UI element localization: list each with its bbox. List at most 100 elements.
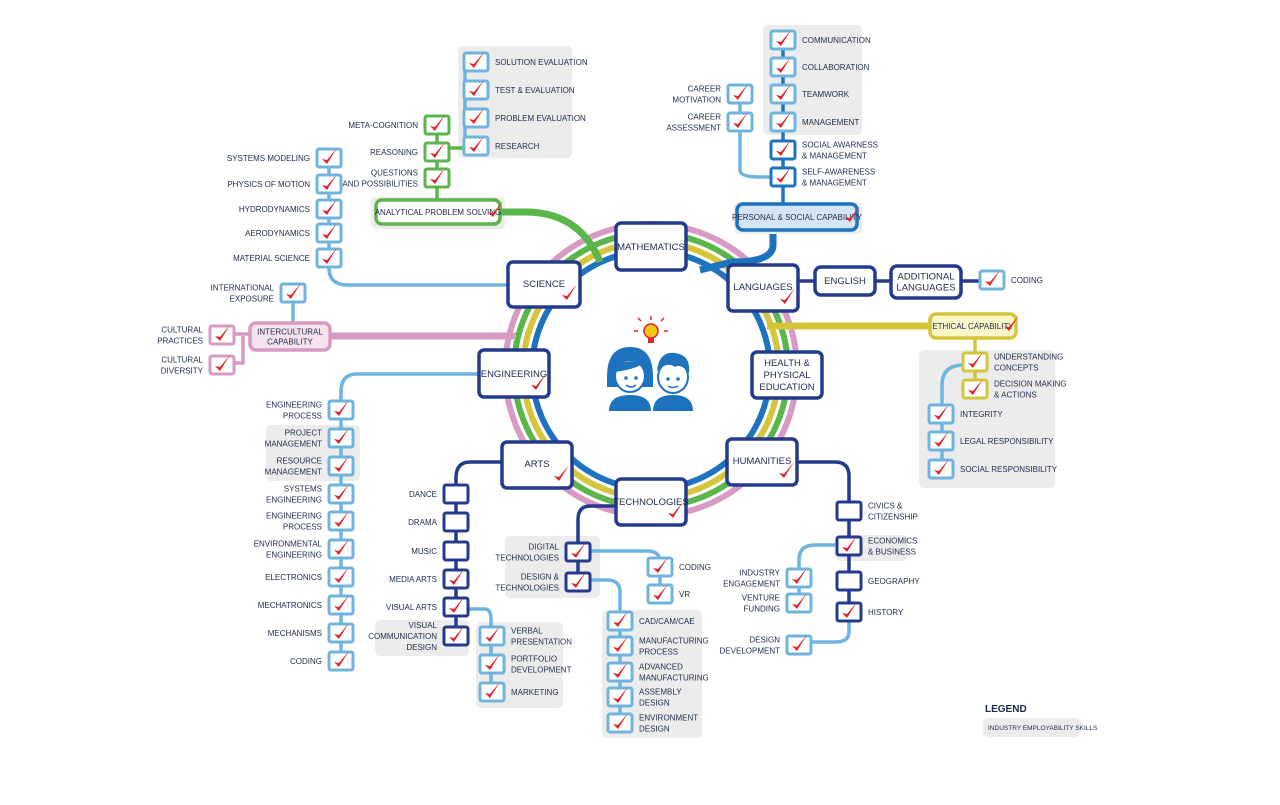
hub-health-box — [750, 350, 824, 400]
skill-mechanisms: MECHANISMS — [268, 622, 355, 644]
category-english-box — [813, 265, 877, 297]
skill-teamwork-label: TEAMWORK — [802, 90, 850, 99]
skill-decision-making-label: DECISION MAKING — [994, 380, 1066, 389]
skill-economics: ECONOMICS& BUSINESS — [835, 535, 917, 557]
skill-visual-arts-label: VISUAL ARTS — [386, 603, 437, 612]
skill-cad-label: CAD/CAM/CAE — [639, 617, 695, 626]
skill-eng-process2-label: PROCESS — [283, 523, 322, 532]
skill-meta-cognition: META-COGNITION — [348, 114, 451, 136]
skill-cultural-practices-label: PRACTICES — [157, 337, 203, 346]
skill-physics-of-motion-check-icon — [322, 174, 337, 190]
hub-mathematics-label: MATHEMATICS — [617, 242, 685, 253]
skill-venture-funding-label: FUNDING — [744, 605, 780, 614]
skill-mechatronics: MECHATRONICS — [258, 594, 355, 616]
hub-technologies: TECHNOLOGIES — [613, 477, 689, 527]
skill-geography: GEOGRAPHY — [835, 570, 920, 592]
skill-decision-making: DECISION MAKING& ACTIONS — [961, 378, 1066, 400]
skill-self-awareness: SELF-AWARENESS& MANAGEMENT — [769, 166, 875, 188]
skill-self-awareness-label: SELF-AWARENESS — [802, 168, 875, 177]
skill-history-label: HISTORY — [868, 608, 904, 617]
skill-environment-design-check-icon — [613, 713, 628, 729]
skill-verbal-presentation-label: VERBAL — [511, 627, 543, 636]
hub-humanities: HUMANITIES — [725, 437, 799, 487]
skill-marketing-check-icon — [485, 682, 500, 698]
skill-music-box — [442, 540, 470, 562]
hub-humanities-check-icon — [779, 462, 794, 478]
skill-assembly-design-label: ASSEMBLY — [639, 688, 682, 697]
skill-career-assessment-label: CAREER — [688, 113, 722, 122]
skill-venture-funding-check-icon — [792, 593, 807, 609]
category-ethical-box — [928, 312, 1018, 340]
skill-international-exposure-label: INTERNATIONAL — [211, 284, 275, 293]
skill-solution-evaluation: SOLUTION EVALUATION — [462, 51, 588, 73]
skill-marketing-label: MARKETING — [511, 688, 559, 697]
skill-resource-management-check-icon — [334, 456, 349, 472]
skill-coding-tech: CODING — [646, 556, 711, 578]
skill-eng-process2-label: ENGINEERING — [266, 512, 322, 521]
skill-hydrodynamics: HYDRODYNAMICS — [239, 198, 343, 220]
skill-visual-communication-check-icon — [449, 626, 464, 642]
skill-media-arts: MEDIA ARTS — [389, 568, 470, 590]
skill-environment-design-label: DESIGN — [639, 725, 670, 734]
skill-media-arts-label: MEDIA ARTS — [389, 575, 437, 584]
skill-coding-lang-check-icon — [985, 270, 1000, 286]
skill-communication: COMMUNICATION — [769, 29, 871, 51]
skill-drama-box — [442, 511, 470, 533]
skill-reasoning-check-icon — [430, 142, 445, 158]
skill-industry-engagement-check-icon — [792, 568, 807, 584]
skill-problem-evaluation-check-icon — [469, 108, 484, 124]
legend: LEGEND INDUSTRY EMPLOYABILITY SKILLS — [985, 704, 1098, 732]
skill-systems-engineering-label: SYSTEMS — [284, 485, 322, 494]
skill-systems-modeling: SYSTEMS MODELING — [227, 147, 343, 169]
skill-material-science-check-icon — [322, 248, 337, 264]
skill-manufacturing-process-check-icon — [613, 636, 628, 652]
skill-digital-technologies-label: TECHNOLOGIES — [495, 554, 559, 563]
hub-mathematics-box — [614, 221, 688, 272]
skill-cultural-practices-label: CULTURAL — [161, 326, 203, 335]
skill-coding-lang: CODING — [978, 269, 1043, 291]
skill-electronics-label: ELECTRONICS — [265, 573, 322, 582]
skill-social-responsibility-check-icon — [934, 459, 949, 475]
skill-eng-process2-check-icon — [334, 511, 349, 527]
hub-engineering-check-icon — [531, 374, 546, 390]
skill-cultural-practices-check-icon — [215, 325, 230, 341]
skill-visual-arts: VISUAL ARTS — [386, 596, 470, 618]
skill-research: RESEARCH — [462, 135, 540, 157]
skill-career-motivation-label: CAREER — [688, 85, 722, 94]
category-intercultural-label: CAPABILITY — [267, 338, 313, 347]
skill-music: MUSIC — [411, 540, 470, 562]
skill-design-development-check-icon — [792, 635, 807, 651]
skill-environmental-engineering-label: ENVIRONMENTAL — [254, 540, 323, 549]
skill-civics-label: CITIZENSHIP — [868, 513, 918, 522]
skill-vr-check-icon — [653, 584, 668, 600]
skill-manufacturing-process-label: PROCESS — [639, 648, 678, 657]
skill-environmental-engineering-check-icon — [334, 539, 349, 555]
skill-material-science: MATERIAL SCIENCE — [233, 247, 343, 269]
skill-geography-label: GEOGRAPHY — [868, 577, 920, 586]
skill-research-label: RESEARCH — [495, 142, 540, 151]
skill-project-management-label: PROJECT — [285, 429, 322, 438]
category-intercultural-box — [248, 321, 332, 352]
skill-mechanisms-check-icon — [334, 623, 349, 639]
skill-cultural-diversity-label: DIVERSITY — [161, 367, 204, 376]
skill-mechatronics-check-icon — [334, 595, 349, 611]
skill-electronics: ELECTRONICS — [265, 566, 355, 588]
skill-social-responsibility: SOCIAL RESPONSIBILITY — [927, 458, 1058, 480]
skill-social-awareness-label: & MANAGEMENT — [802, 152, 867, 161]
hub-languages-check-icon — [780, 288, 795, 304]
skill-civics-label: CIVICS & — [868, 502, 903, 511]
skill-test-evaluation: TEST & EVALUATION — [462, 79, 575, 101]
skill-advanced-manufacturing-check-icon — [613, 662, 628, 678]
skill-vr: VR — [646, 583, 690, 605]
hub-arts: ARTS — [500, 440, 574, 490]
skill-project-management-check-icon — [334, 428, 349, 444]
